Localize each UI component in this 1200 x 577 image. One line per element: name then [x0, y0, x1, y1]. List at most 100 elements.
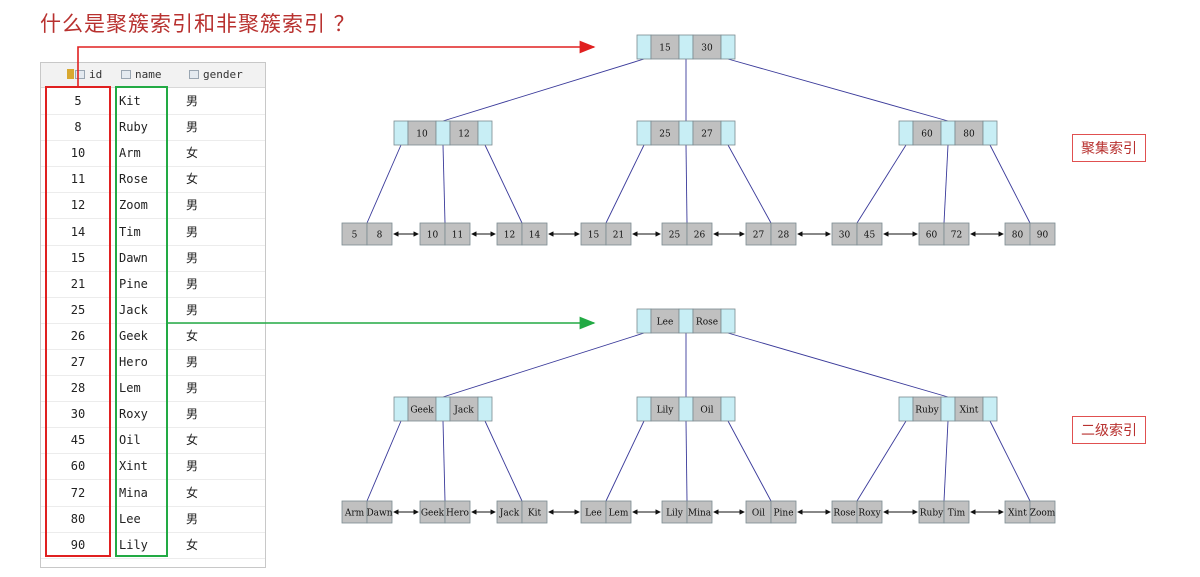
leaf-key-label: 72: [951, 231, 962, 241]
leaf-key-label: Roxy: [858, 509, 881, 519]
cell-name: Xint: [119, 459, 148, 474]
leaf-key: [686, 500, 713, 524]
tree-edge: [943, 144, 949, 224]
cell-gender: 女: [186, 328, 199, 343]
cell-id: 12: [70, 198, 86, 213]
node-key: [650, 34, 680, 60]
tree-edge: [484, 420, 523, 502]
leaf-key: [521, 222, 548, 246]
tree-edge: [943, 420, 949, 502]
column-header-name[interactable]: name: [121, 63, 162, 87]
node-key: [692, 34, 722, 60]
node-pointer: [720, 396, 736, 422]
tree-edges: [366, 332, 1031, 515]
column-header-gender[interactable]: gender: [189, 63, 243, 87]
cell-id: 30: [70, 407, 86, 422]
column-icon: [189, 70, 199, 79]
node-pointer: [982, 396, 998, 422]
cell-id: 90: [70, 537, 86, 552]
leaf-key-label: Lily: [666, 509, 684, 519]
leaf-key: [444, 500, 471, 524]
table-row[interactable]: 10 Arm 女: [41, 140, 265, 168]
tree-edge: [442, 144, 446, 224]
node-key-label: Lily: [657, 406, 675, 416]
leaf-key: [943, 500, 970, 524]
cell-id: 27: [70, 355, 86, 369]
node-pointer: [636, 34, 652, 60]
leaf-key-label: 5: [352, 231, 358, 241]
tree-edge: [442, 58, 645, 122]
leaf-key-label: Hero: [446, 509, 469, 519]
cell-name: Arm: [119, 146, 141, 161]
node-key: [407, 120, 437, 146]
cell-gender: 女: [186, 146, 199, 161]
tree-edge: [605, 420, 645, 502]
leaf-node: 25 26: [661, 222, 713, 246]
leaf-key: [444, 222, 471, 246]
cell-gender: 女: [186, 485, 199, 500]
cell-id: 15: [70, 250, 86, 265]
node-key: [407, 396, 437, 422]
leaf-key: [366, 222, 393, 246]
cell-gender: 女: [186, 537, 199, 552]
cell-id: 45: [70, 433, 86, 448]
node-pointer: [720, 120, 736, 146]
leaf-key-label: 12: [504, 231, 515, 241]
leaf-key-label: Tim: [948, 509, 966, 519]
node-pointer: [678, 34, 694, 60]
tree-edge: [989, 420, 1031, 502]
leaf-key: [1029, 500, 1056, 524]
node-key-label: 30: [701, 44, 713, 54]
column-header-id[interactable]: id: [67, 63, 102, 87]
table-header: id name gender: [41, 63, 265, 88]
leaf-key-label: 28: [778, 231, 790, 241]
node-key-label: Geek: [410, 406, 434, 416]
leaf-key-label: Lem: [609, 509, 629, 519]
leaf-key-label: 80: [1012, 231, 1024, 241]
node-pointer: [720, 308, 736, 334]
leaf-key-label: 26: [694, 231, 706, 241]
node-pointer: [477, 396, 493, 422]
tree-edge: [727, 144, 772, 224]
cell-name: Mina: [119, 485, 148, 500]
cell-id: 8: [74, 120, 82, 135]
cell-gender: 男: [186, 381, 199, 396]
leaf-key-label: 10: [427, 231, 439, 241]
cell-id: 25: [70, 302, 86, 317]
leaf-key-label: Oil: [752, 509, 765, 519]
leaf-key-label: Zoom: [1030, 509, 1056, 519]
leaf-key-label: Rose: [833, 509, 855, 519]
node-pointer: [636, 396, 652, 422]
cell-id: 10: [70, 146, 86, 161]
tree-edge: [989, 144, 1031, 224]
leaf-key: [521, 500, 548, 524]
cell-name: Dawn: [119, 250, 148, 265]
cell-gender: 男: [186, 407, 199, 422]
leaf-key-label: 25: [669, 231, 681, 241]
cell-name: Hero: [119, 355, 148, 369]
